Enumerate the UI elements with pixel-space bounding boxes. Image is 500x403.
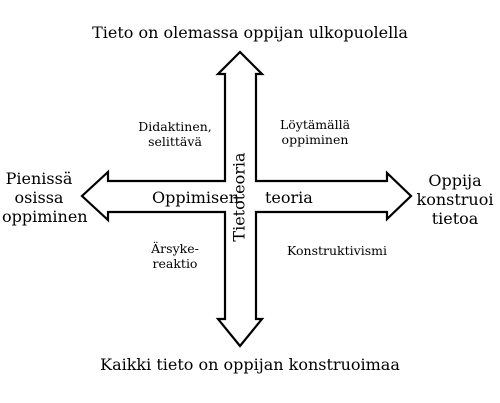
left-label: Pienissä osissa oppiminen bbox=[2, 169, 88, 226]
quadrant-top-right-label: Löytämällä oppiminen bbox=[279, 117, 351, 147]
double-arrow-cross bbox=[80, 50, 413, 348]
axis-vertical-label: Tietoteoria bbox=[229, 152, 249, 242]
quadrant-bottom-right-label: Konstruktivismi bbox=[287, 243, 387, 258]
quadrant-top-left-label: Didaktinen, selittävä bbox=[138, 119, 212, 149]
right-label: Oppija konstruoi tietoa bbox=[416, 171, 494, 228]
axis-horizontal-right-label: teoria bbox=[265, 188, 313, 207]
bottom-label: Kaikki tieto on oppijan konstruoimaa bbox=[100, 355, 400, 374]
axis-horizontal-left-label: Oppimisen bbox=[152, 188, 239, 207]
quadrant-bottom-left-label: Ärsyke- reaktio bbox=[151, 241, 199, 271]
top-label: Tieto on olemassa oppijan ulkopuolella bbox=[92, 23, 408, 42]
